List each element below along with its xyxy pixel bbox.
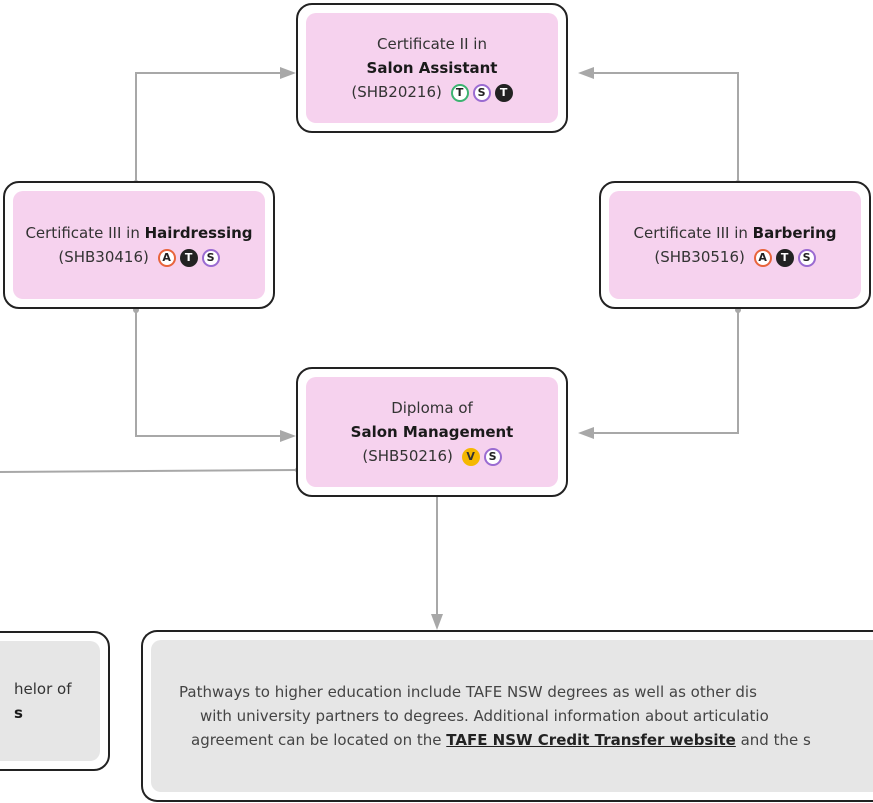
node-code: (SHB50216) xyxy=(362,447,453,465)
node-name: Hairdressing xyxy=(144,224,253,242)
credit-transfer-link[interactable]: TAFE NSW Credit Transfer website xyxy=(446,731,736,749)
node-code: (SHB30416) xyxy=(58,248,149,266)
node-code: (SHB30516) xyxy=(654,248,745,266)
node-code: (SHB20216) xyxy=(351,83,442,101)
a-outline-badge-icon: A xyxy=(753,248,772,267)
pathways-note-line3-before: agreement can be located on the xyxy=(191,731,447,749)
v-solid-badge-icon: V xyxy=(461,447,480,466)
a-outline-badge-icon: A xyxy=(157,248,176,267)
partial-card-line1: helor of xyxy=(14,680,72,698)
node-name: Salon Assistant xyxy=(366,59,498,77)
pathways-note-line2: with university partners to degrees. Add… xyxy=(200,707,769,725)
node-salon-management[interactable]: Diploma of Salon Management (SHB50216) V… xyxy=(296,367,568,497)
node-prefix: Certificate III in xyxy=(25,224,145,242)
partial-card-line2: s xyxy=(14,704,23,722)
node-barbering[interactable]: Certificate III in Barbering (SHB30516) … xyxy=(599,181,871,309)
t-outline-badge-icon: T xyxy=(450,83,469,102)
pathways-note: Pathways to higher education include TAF… xyxy=(141,630,873,802)
node-prefix: Diploma of xyxy=(391,399,473,417)
node-prefix: Certificate III in xyxy=(633,224,753,242)
pathways-note-line1: Pathways to higher education include TAF… xyxy=(179,683,757,701)
t-solid-badge-icon: T xyxy=(179,248,198,267)
node-name: Salon Management xyxy=(350,423,514,441)
node-bachelor-partial[interactable]: helor of s xyxy=(0,631,110,771)
node-name: Barbering xyxy=(752,224,837,242)
node-hairdressing[interactable]: Certificate III in Hairdressing (SHB3041… xyxy=(3,181,275,309)
node-salon-assistant[interactable]: Certificate II in Salon Assistant (SHB20… xyxy=(296,3,568,133)
node-prefix: Certificate II in xyxy=(377,35,487,53)
t-solid-badge-icon: T xyxy=(775,248,794,267)
s-outline-badge-icon: S xyxy=(483,447,502,466)
pathways-note-line3-after: and the s xyxy=(735,731,811,749)
s-outline-badge-icon: S xyxy=(201,248,220,267)
s-outline-badge-icon: S xyxy=(472,83,491,102)
s-outline-badge-icon: S xyxy=(797,248,816,267)
t-solid-badge-icon: T xyxy=(494,83,513,102)
